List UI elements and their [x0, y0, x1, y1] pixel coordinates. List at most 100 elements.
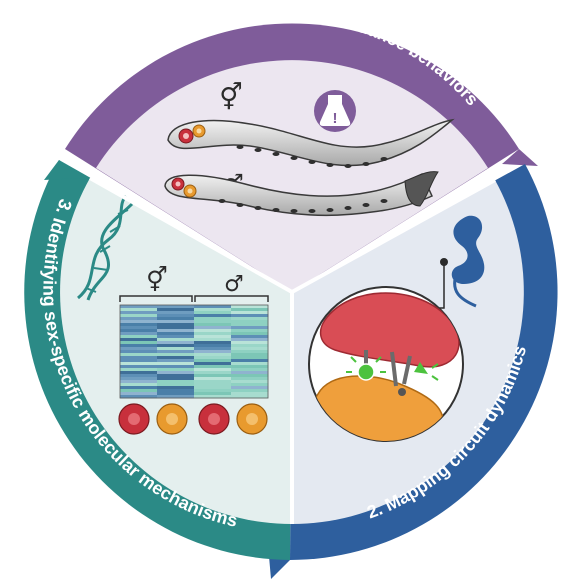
heatmap-border	[119, 304, 269, 399]
heatmap-cell	[231, 350, 269, 354]
hermaphrodite-symbol: ⚥	[219, 82, 242, 113]
heatmap-cell	[157, 383, 195, 387]
section-2-circuits: 2. Mapping circuit dynamics	[268, 164, 558, 579]
heatmap-cell	[194, 329, 232, 333]
heatmap-cell	[194, 332, 232, 336]
heatmap-cell	[157, 377, 195, 381]
heatmap-cell	[157, 371, 195, 375]
heatmap-cell	[231, 341, 269, 345]
heatmap-cell	[157, 332, 195, 336]
heatmap-cell	[194, 380, 232, 384]
heatmap-cell	[157, 326, 195, 330]
heatmap-cell	[231, 323, 269, 327]
heatmap-cell	[231, 368, 269, 372]
heatmap-cell	[194, 389, 232, 393]
heatmap-cell	[157, 305, 195, 309]
heatmap-cell	[194, 347, 232, 351]
heatmap-cell	[120, 365, 158, 369]
heatmap-cell	[231, 395, 269, 399]
hermaphrodite-worm	[167, 118, 455, 168]
heatmap-cell	[120, 338, 158, 342]
section-1-panel	[96, 60, 488, 293]
heatmap-cell	[231, 362, 269, 366]
synapse-zoom	[308, 286, 464, 442]
heatmap-cell	[120, 350, 158, 354]
heatmap-cell	[194, 356, 232, 360]
heatmap-cell	[157, 311, 195, 315]
heatmap-cell	[231, 374, 269, 378]
heatmap-cell	[194, 350, 232, 354]
heatmap-cell	[157, 395, 195, 399]
heatmap-cell	[194, 359, 232, 363]
heatmap-cell	[120, 380, 158, 384]
heatmap-cell	[194, 368, 232, 372]
heatmap-cell	[157, 320, 195, 324]
heatmap-cell	[120, 311, 158, 315]
heatmap-cell	[231, 380, 269, 384]
heatmap-cell	[120, 314, 158, 318]
heatmap-cell	[157, 341, 195, 345]
heatmap-cell	[157, 335, 195, 339]
heatmap-cell	[231, 383, 269, 387]
heatmap-hermaphrodite-symbol: ⚥	[146, 266, 168, 294]
heatmap-cell	[231, 353, 269, 357]
heatmap-cell	[231, 335, 269, 339]
heatmap-cell	[194, 392, 232, 396]
heatmap-cell	[157, 329, 195, 333]
heatmap-cell	[194, 377, 232, 381]
heatmap-cell	[194, 344, 232, 348]
expression-heatmap	[119, 304, 269, 399]
heatmap-cell	[194, 395, 232, 399]
heatmap-cell	[157, 368, 195, 372]
heatmap-cell	[231, 314, 269, 318]
heatmap-cell	[194, 323, 232, 327]
heatmap-cell	[157, 392, 195, 396]
heatmap-cell	[120, 371, 158, 375]
heatmap-cell	[157, 380, 195, 384]
cell-red-2	[198, 403, 230, 435]
heatmap-cell	[194, 338, 232, 342]
heatmap-cell	[120, 329, 158, 333]
heatmap-cell	[120, 323, 158, 327]
heatmap-cell	[120, 320, 158, 324]
heatmap-cell	[157, 308, 195, 312]
heatmap-cell	[120, 359, 158, 363]
dna-icon	[77, 194, 134, 301]
heatmap-cell	[194, 335, 232, 339]
heatmap-cell	[194, 308, 232, 312]
heatmap-cell	[194, 365, 232, 369]
heatmap-cell	[120, 335, 158, 339]
heatmap-cell	[194, 353, 232, 357]
section-dividers	[89, 176, 496, 524]
heatmap-cell	[157, 347, 195, 351]
heatmap-cell	[120, 368, 158, 372]
heatmap-cell	[120, 386, 158, 390]
heatmap-cell	[194, 386, 232, 390]
hermaphrodite-bracket	[119, 295, 193, 302]
heatmap-cell	[231, 329, 269, 333]
heatmap-cell	[194, 374, 232, 378]
heatmap-cell	[231, 344, 269, 348]
heatmap-cell	[231, 389, 269, 393]
heatmap-cell	[120, 344, 158, 348]
heatmap-cell	[231, 392, 269, 396]
heatmap-cell	[120, 332, 158, 336]
heatmap-cell	[194, 326, 232, 330]
heatmap-cell	[157, 317, 195, 321]
heatmap-cell	[157, 350, 195, 354]
heatmap-cell	[231, 332, 269, 336]
heatmap-cell	[194, 305, 232, 309]
heatmap-cell	[194, 362, 232, 366]
heatmap-cell	[194, 371, 232, 375]
cell-orange-1	[156, 403, 188, 435]
heatmap-cell	[120, 341, 158, 345]
heatmap-cell	[120, 377, 158, 381]
heatmap-cell	[231, 305, 269, 309]
heatmap-cell	[194, 320, 232, 324]
heatmap-cell	[231, 365, 269, 369]
heatmap-cell	[194, 341, 232, 345]
heatmap-cell	[157, 359, 195, 363]
heatmap-cell	[157, 362, 195, 366]
cell-orange-2	[236, 403, 268, 435]
